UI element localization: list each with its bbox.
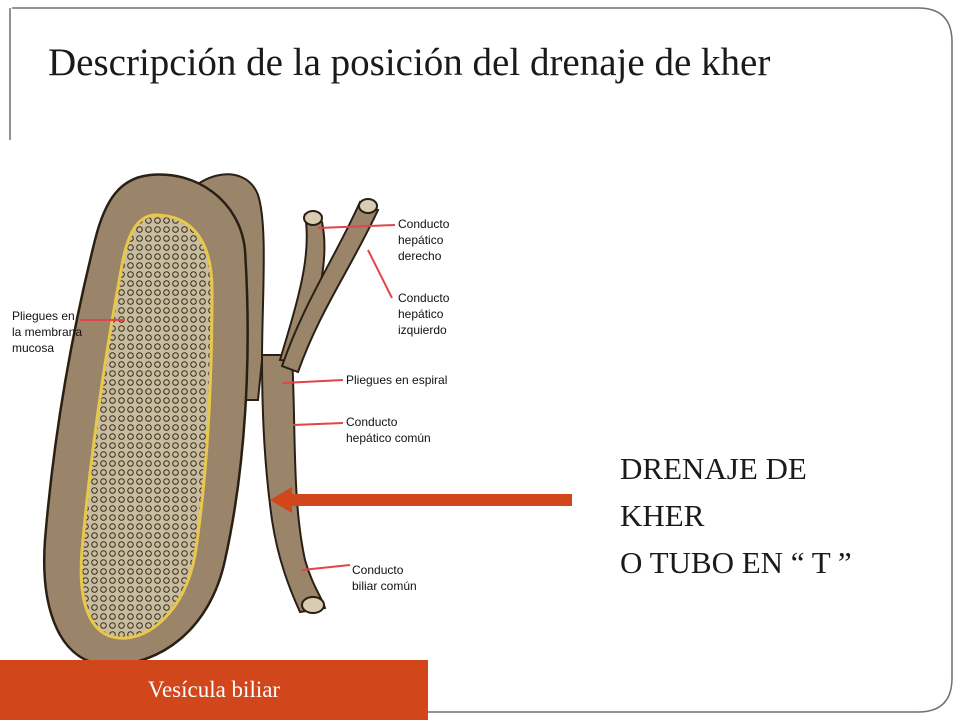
callout-line: DRENAJE DE	[620, 451, 807, 486]
t-tube-arrow	[270, 487, 572, 513]
label-left-hepatic-duct: Conducto hepático izquierdo	[398, 291, 453, 337]
common-bile-duct	[260, 354, 327, 614]
label-common-bile-duct: Conducto biliar común	[352, 563, 417, 593]
label-right-hepatic-duct: Conducto hepático derecho	[398, 217, 453, 263]
slide-title: Descripción de la posición del drenaje d…	[48, 41, 771, 84]
label-common-hepatic-duct: Conducto hepático común	[346, 415, 431, 445]
caption-bar: Vesícula biliar	[0, 660, 428, 720]
t-tube-callout: DRENAJE DE KHER O TUBO EN “ T ”	[620, 445, 852, 586]
caption-text: Vesícula biliar	[147, 677, 281, 702]
label-mucosa-folds: Pliegues en la membrana mucosa	[12, 309, 85, 355]
callout-line: KHER	[620, 498, 705, 533]
label-spiral-folds: Pliegues en espiral	[346, 373, 447, 387]
callout-line: O TUBO EN “ T ”	[620, 545, 852, 580]
gallbladder-diagram: Pliegues en la membrana mucosa Conducto …	[12, 173, 453, 667]
left-hepatic-duct	[280, 200, 380, 374]
